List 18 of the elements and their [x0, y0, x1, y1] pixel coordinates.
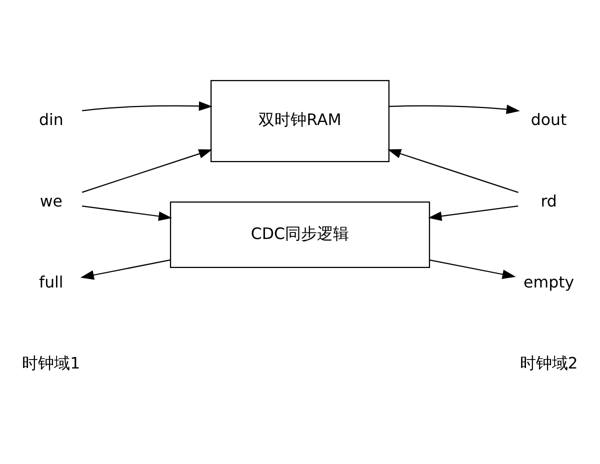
node-box: CDC同步逻辑	[170, 201, 430, 268]
node-text: rd	[540, 190, 557, 210]
node-text: dout	[530, 110, 567, 129]
node-text: empty	[524, 272, 574, 291]
node-box: 双时钟RAM	[210, 79, 390, 162]
arrow	[387, 148, 518, 192]
arrow	[82, 148, 212, 192]
arrow	[80, 258, 171, 280]
label: 时钟域2	[520, 352, 578, 372]
arrow	[428, 204, 518, 220]
label: 时钟域1	[22, 352, 80, 372]
node-text: din	[38, 110, 64, 129]
node-text: full	[39, 272, 64, 291]
node-text: we	[40, 190, 62, 210]
arrow	[430, 258, 516, 278]
arrow	[82, 204, 172, 220]
arrow	[82, 100, 212, 111]
arrow	[389, 104, 520, 114]
